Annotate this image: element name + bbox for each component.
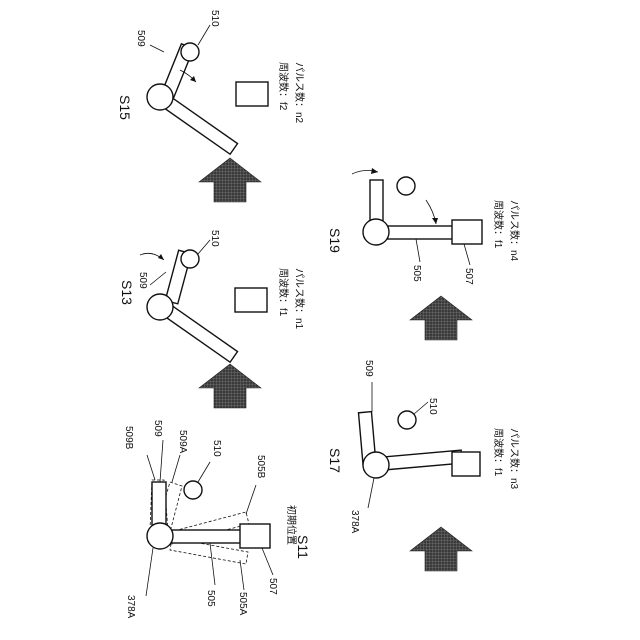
leader-509 xyxy=(150,45,164,52)
leader-510 xyxy=(198,25,210,45)
label-509: 509 xyxy=(137,272,148,289)
leader-510 xyxy=(198,462,210,482)
pulse-count-text: パルス数：n2 xyxy=(293,62,306,124)
label-509b: 509B xyxy=(123,426,134,450)
leader-507 xyxy=(464,244,470,265)
frequency-text: 周波数：f1 xyxy=(492,428,505,477)
target-510 xyxy=(397,177,415,195)
arm-505 xyxy=(168,530,250,543)
label-505b: 505B xyxy=(255,455,266,479)
label-378a: 378A xyxy=(125,595,136,619)
tray xyxy=(236,82,268,106)
step-label-s15: S15 xyxy=(117,95,133,120)
leader-505b xyxy=(246,485,256,514)
panel-s19: S19 505 507 周波数：f1 パルス数：n4 xyxy=(327,168,521,285)
leader-509b xyxy=(147,455,155,480)
tray-507 xyxy=(452,220,482,244)
pulse-count-text: パルス数：n3 xyxy=(508,428,521,490)
label-510: 510 xyxy=(209,230,220,247)
panel-s13: S13 509 510 周波数：f1 パルス数：n1 xyxy=(119,230,306,362)
leader-509 xyxy=(150,272,166,285)
frequency-text: 周波数：f2 xyxy=(277,62,290,111)
label-507: 507 xyxy=(267,578,278,595)
flow-arrow-s11-to-s13 xyxy=(199,364,261,408)
flow-arrow-s17-to-s19 xyxy=(410,296,472,340)
tray xyxy=(452,452,480,476)
leader-510 xyxy=(198,240,210,254)
leader-509 xyxy=(160,440,163,482)
target-510 xyxy=(181,43,199,61)
frequency-text: 周波数：f1 xyxy=(277,268,290,317)
rotation-arrow-head xyxy=(371,168,378,174)
label-510: 510 xyxy=(427,398,438,415)
label-505: 505 xyxy=(205,590,216,607)
target-510 xyxy=(398,411,416,429)
step-label-s19: S19 xyxy=(327,228,343,253)
step-label-s17: S17 xyxy=(327,448,343,473)
leader-510 xyxy=(414,402,428,414)
panel-s17: S17 509 510 378A 周波数：f1 パルス数：n3 xyxy=(327,360,521,534)
label-initial-position: 初期位置 xyxy=(285,505,298,545)
pivot xyxy=(363,219,389,245)
label-509a: 509A xyxy=(177,430,188,454)
pivot-378a xyxy=(147,523,173,549)
pivot xyxy=(147,294,173,320)
leader-505 xyxy=(416,239,420,262)
label-509: 509 xyxy=(135,30,146,47)
rotation-arrow-head xyxy=(158,254,164,260)
target-510 xyxy=(181,250,199,268)
pulse-count-text: パルス数：n1 xyxy=(293,268,306,330)
panel-s15: S15 509 510 周波数：f2 パルス数：n2 xyxy=(117,10,306,154)
leader-378a xyxy=(368,478,374,508)
label-510: 510 xyxy=(211,440,222,457)
transfer-arrow-head xyxy=(432,218,438,224)
label-507: 507 xyxy=(463,268,474,285)
step-label-s11: S11 xyxy=(295,535,311,559)
label-510: 510 xyxy=(209,10,220,27)
pivot xyxy=(147,84,173,110)
label-509: 509 xyxy=(152,420,163,437)
tray-507 xyxy=(240,524,270,548)
pivot-378a xyxy=(363,452,389,478)
panel-s11: S11 509B 509 509A 510 505B 378A 505 505A… xyxy=(123,420,311,619)
label-505: 505 xyxy=(411,265,422,282)
leader-378a xyxy=(146,548,153,596)
leader-509a xyxy=(172,455,180,482)
label-509: 509 xyxy=(363,360,374,377)
flow-arrow-s13-to-s15 xyxy=(199,158,261,202)
label-505a: 505A xyxy=(237,592,248,616)
pulse-count-text: パルス数：n4 xyxy=(508,200,521,262)
target-510 xyxy=(184,481,202,499)
label-378a: 378A xyxy=(349,510,360,534)
leader-507 xyxy=(262,548,273,575)
leader-505a xyxy=(240,560,244,590)
step-label-s13: S13 xyxy=(119,280,135,305)
flow-arrow-s15-to-s17 xyxy=(410,527,472,571)
frequency-text: 周波数：f1 xyxy=(492,200,505,249)
tray xyxy=(235,288,267,312)
leader-505 xyxy=(210,543,215,585)
